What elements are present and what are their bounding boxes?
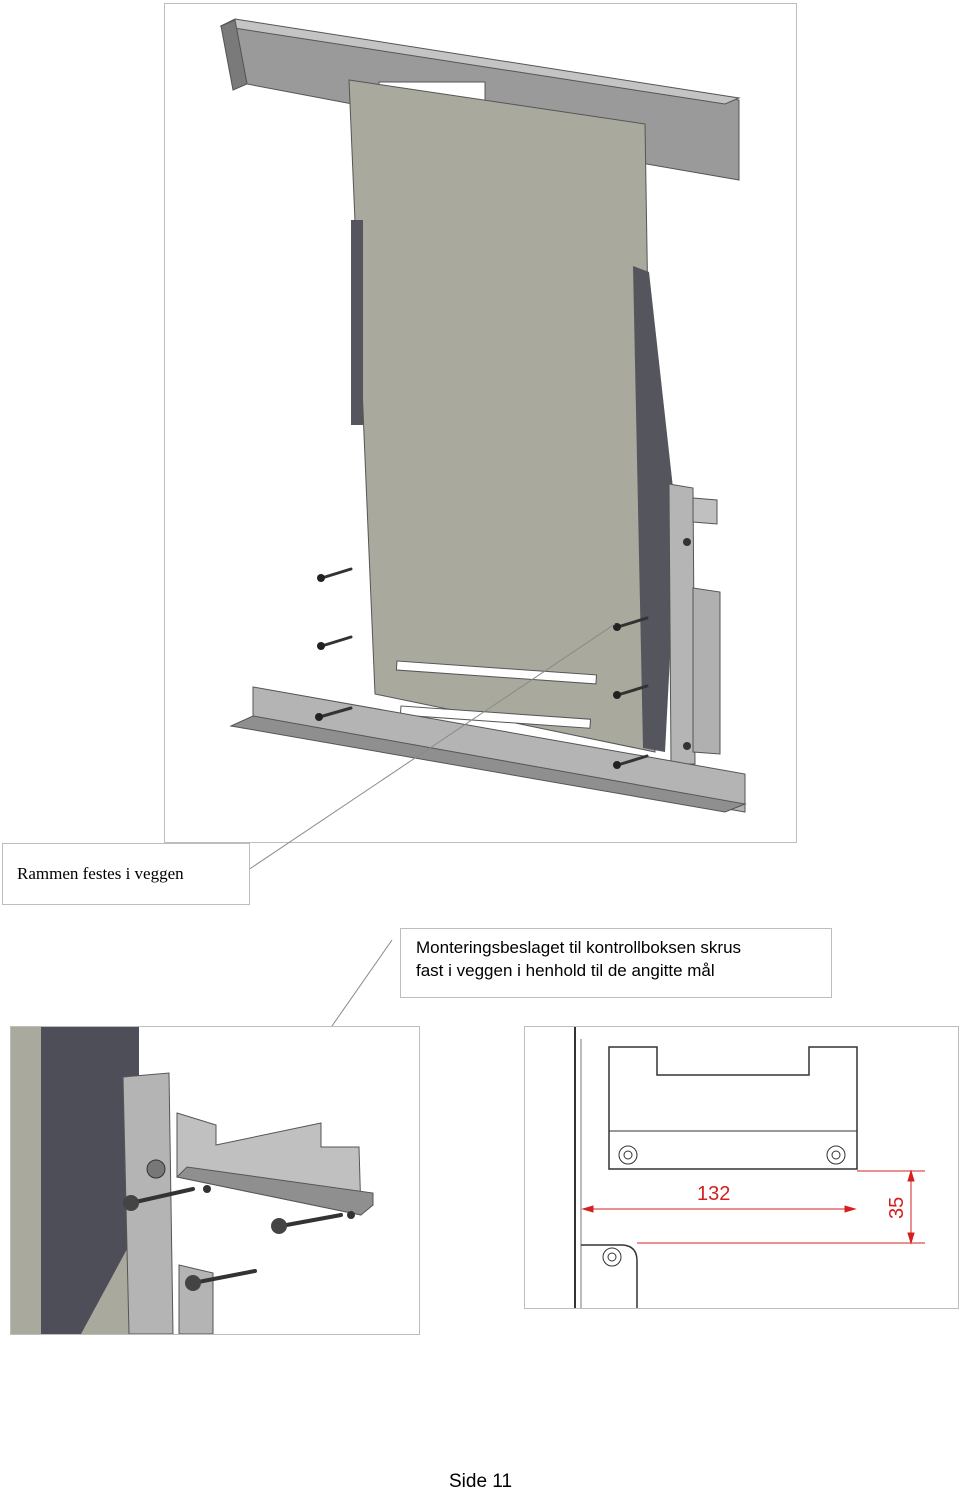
caption-frame-wall: Rammen festes i veggen [2,843,250,905]
page-number: Side 11 [449,1471,513,1492]
frame-assembly-drawing [219,18,747,813]
dimension-view: 132 35 [574,1027,925,1308]
dimension-horizontal-label: 132 [697,1183,730,1205]
frame-assembly-image [164,3,797,843]
caption-bracket: Monteringsbeslaget til kontrollboksen sk… [400,928,832,998]
caption-bracket-line1: Monteringsbeslaget til kontrollboksen sk… [416,938,742,957]
dimension-vertical-label: 35 [886,1197,908,1219]
caption-bracket-line2: fast i veggen i henhold til de angitte m… [416,961,715,980]
bracket-detail-image [10,1026,420,1335]
bracket-dimension-drawing: 132 35 [524,1026,959,1309]
caption-frame-wall-text: Rammen festes i veggen [17,864,184,883]
bracket-detail-drawing [11,1027,374,1334]
